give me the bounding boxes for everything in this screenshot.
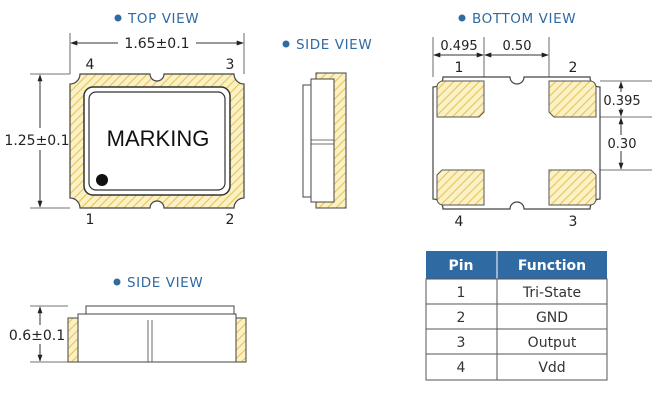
- table-header: [426, 251, 607, 279]
- bullet-icon: [282, 40, 290, 48]
- bullet-icon: [458, 14, 466, 22]
- lid-outer: [83, 86, 231, 196]
- pin-label: 4: [86, 57, 95, 73]
- top-view-title: TOP VIEW: [127, 11, 199, 27]
- pad-1: [436, 80, 485, 118]
- pad-4: [436, 169, 485, 206]
- table-cell: GND: [536, 310, 568, 326]
- side-view-bottom: SIDE VIEW 0.6±0.1: [9, 275, 247, 363]
- table-cell: 4: [457, 360, 466, 376]
- side-view-bottom-title: SIDE VIEW: [127, 275, 203, 291]
- bullet-icon: [113, 278, 121, 286]
- pin-label: 3: [226, 57, 235, 73]
- side-body: [310, 78, 335, 203]
- height-dimension: 0.6±0.1: [9, 328, 65, 344]
- table-cell: 2: [457, 310, 466, 326]
- side-view-right: SIDE VIEW: [282, 37, 372, 209]
- bottom-view-title: BOTTOM VIEW: [472, 11, 576, 27]
- pin-label: 3: [569, 214, 578, 230]
- pin1-dot-icon: [96, 174, 108, 186]
- bottom-view: BOTTOM VIEW 0.495 0.50 0.395 0.30 1 2 4 …: [432, 11, 652, 230]
- side-lid: [85, 305, 235, 315]
- pin-label: 4: [455, 214, 464, 230]
- pin-table: Pin Function 1 Tri-State 2 GND 3 Output …: [425, 251, 608, 381]
- width-dimension: 1.65±0.1: [124, 36, 189, 52]
- dim-pad-gap: 0.50: [503, 39, 532, 54]
- side-view-title: SIDE VIEW: [296, 37, 372, 53]
- pin-label: 2: [226, 212, 235, 228]
- table-cell: Tri-State: [522, 285, 581, 301]
- marking-label: MARKING: [107, 126, 210, 151]
- table-cell: Output: [528, 335, 577, 351]
- pin-label: 2: [569, 60, 578, 76]
- pad-3: [548, 169, 597, 206]
- pin-label: 1: [455, 60, 464, 76]
- side-lid: [302, 84, 312, 198]
- table-cell: 1: [457, 285, 466, 301]
- bullet-icon: [114, 14, 122, 22]
- table-header-cell: Function: [518, 258, 586, 274]
- pad-2: [548, 80, 597, 118]
- dim-pad-height: 0.395: [603, 94, 640, 109]
- table-header-cell: Pin: [448, 258, 473, 274]
- dim-pad-vgap: 0.30: [608, 137, 637, 152]
- table-cell: 3: [457, 335, 466, 351]
- dim-pad-width: 0.495: [440, 39, 477, 54]
- height-dimension: 1.25±0.1: [4, 133, 69, 149]
- table-cell: Vdd: [538, 360, 565, 376]
- side-body: [77, 313, 237, 363]
- pin-label: 1: [86, 212, 95, 228]
- lid-inner: [88, 91, 226, 191]
- top-view: TOP VIEW 1.65±0.1 1.25±0.1 MARKING 4 3 1…: [4, 11, 245, 228]
